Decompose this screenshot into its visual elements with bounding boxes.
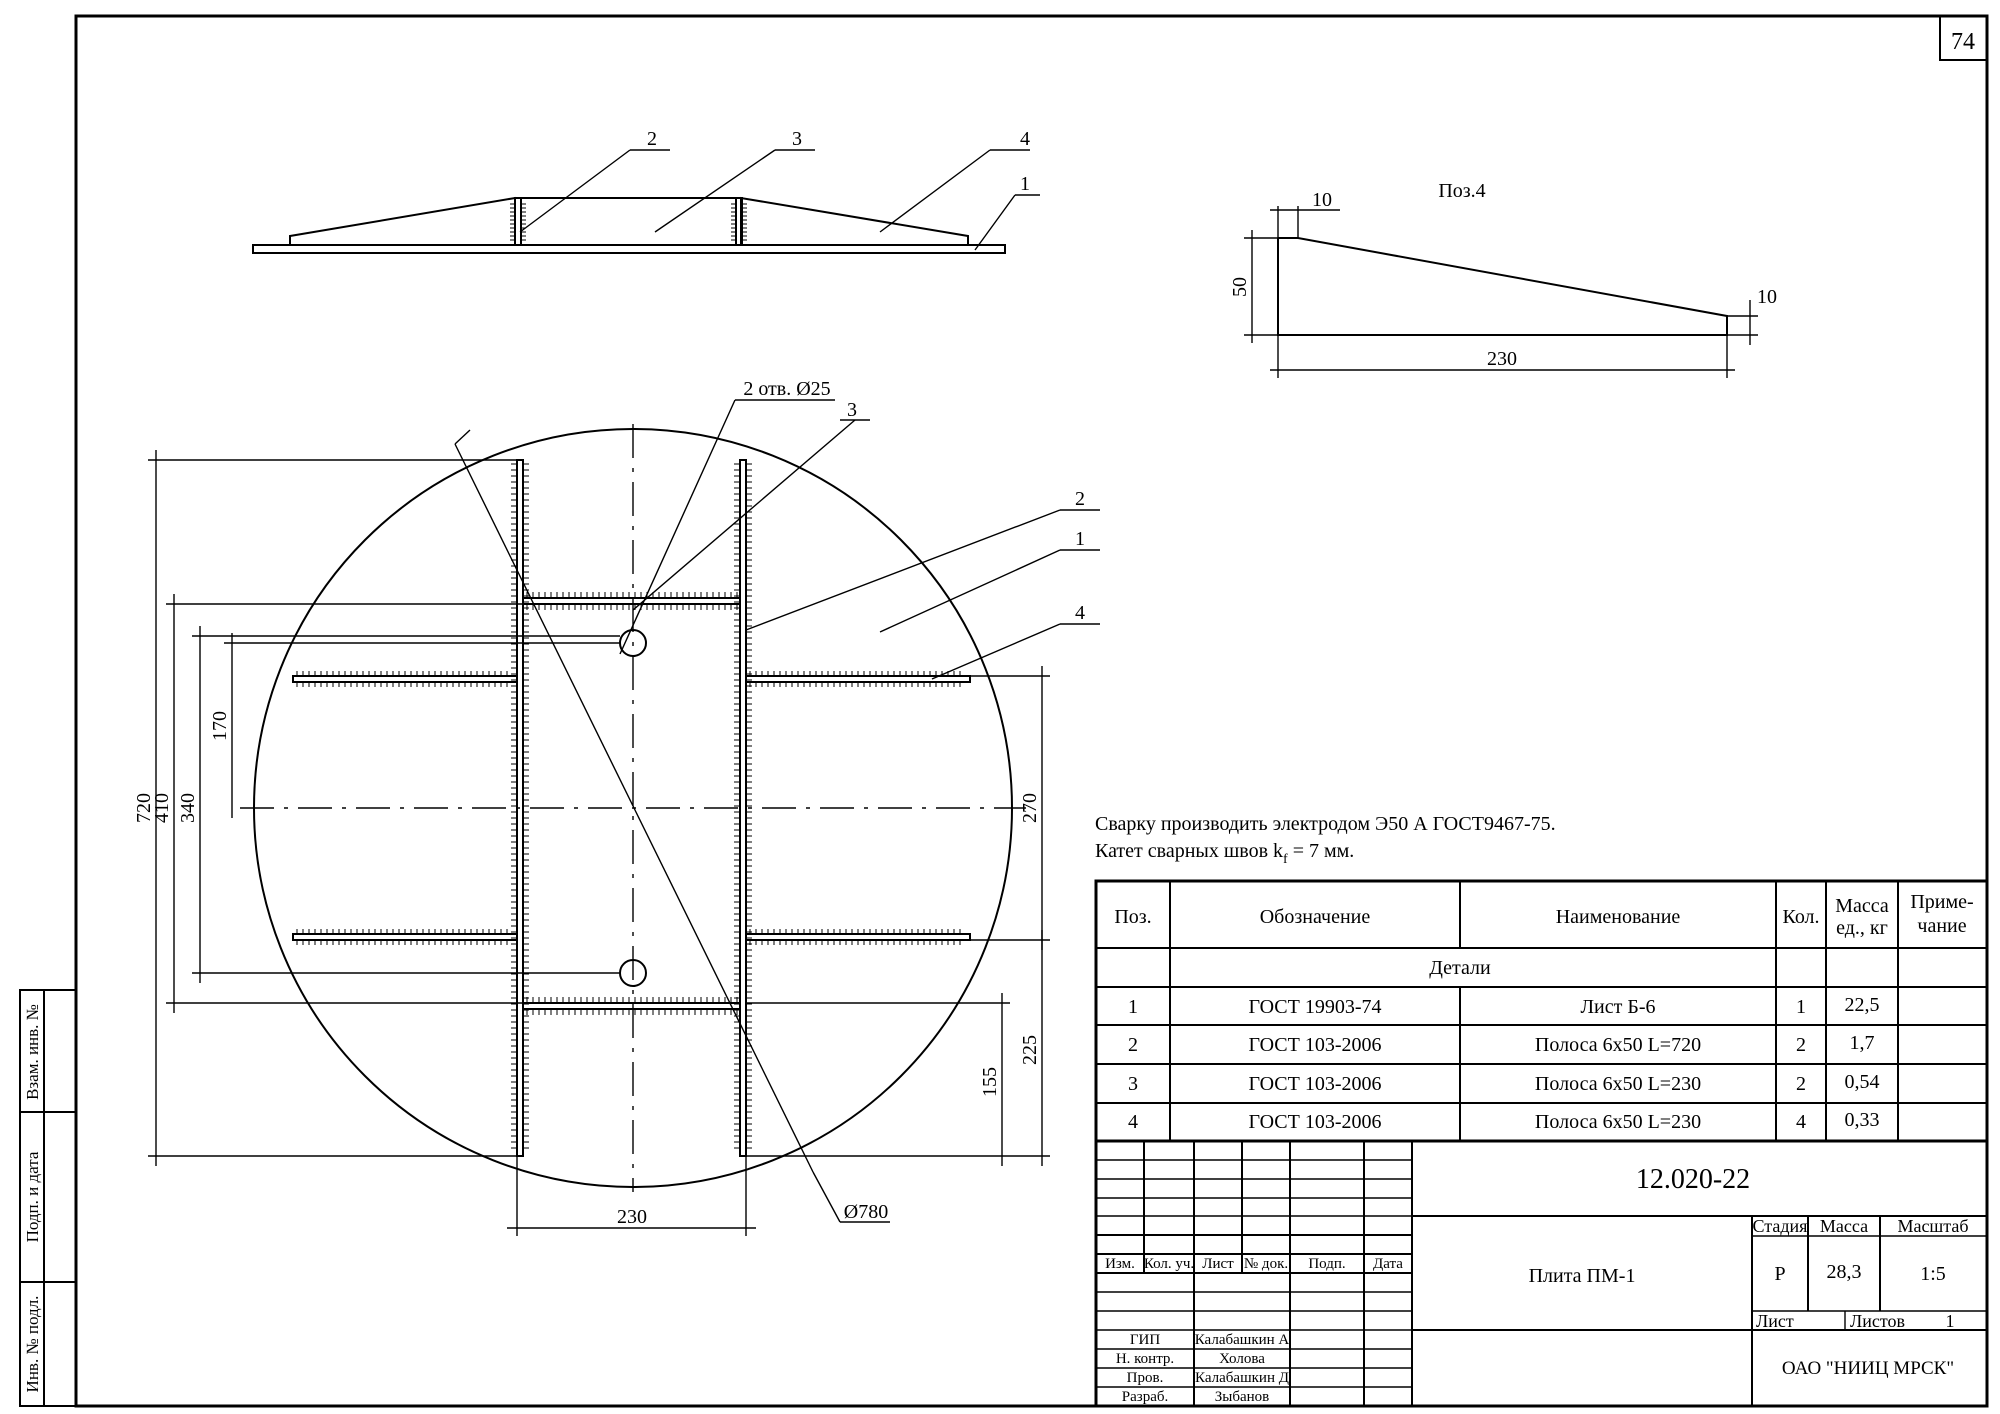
tb-role: ГИП	[1130, 1332, 1161, 1348]
side-stamp-inv-podl: Инв. № подл.	[23, 1296, 42, 1393]
tb-title: Плита ПМ-1	[1529, 1265, 1636, 1287]
tb-header-n-dok: № док.	[1244, 1256, 1288, 1272]
title-block: Изм. Кол. уч. Лист № док. Подп. Дата ГИП…	[1094, 1139, 1989, 1408]
tb-sheets: 1	[1946, 1311, 1955, 1331]
spec-row-pos: 2	[1128, 1034, 1138, 1056]
tb-role: Пров.	[1127, 1370, 1164, 1386]
spec-row-pos: 3	[1128, 1073, 1138, 1095]
plan-dim-155: 155	[979, 1067, 1001, 1097]
spec-row-qty: 2	[1796, 1034, 1806, 1056]
spec-row-name: Полоса 6х50 L=720	[1535, 1034, 1701, 1056]
plan-callout-4: 4	[1075, 602, 1085, 624]
side-stamp-inv-zam: Взам. инв. №	[23, 1004, 42, 1100]
plan-hole-label: 2 отв. Ø25	[743, 378, 830, 400]
plan-callout-2: 2	[1075, 488, 1085, 510]
elevation-callout-1: 1	[1020, 173, 1030, 195]
elevation-callout-3: 3	[792, 128, 802, 150]
spec-row-qty: 4	[1796, 1111, 1806, 1133]
spec-row-designation: ГОСТ 103-2006	[1249, 1034, 1382, 1056]
detail-dim-right: 10	[1757, 286, 1777, 308]
plan-view: Ø780 2 отв. Ø25 3 2 1 4 720 410 340	[133, 378, 1100, 1236]
spec-row-mass: 22,5	[1845, 994, 1880, 1016]
detail-pos4: Поз.4 10 10 50 230	[1229, 180, 1777, 378]
tb-doc-code: 12.020-22	[1636, 1164, 1750, 1195]
table-row: 2 ГОСТ 103-2006 Полоса 6х50 L=720 2 1,7	[1128, 1032, 1875, 1056]
spec-header-note-2: чание	[1917, 915, 1966, 937]
plan-dim-225: 225	[1019, 1035, 1041, 1065]
detail-dim-height: 50	[1229, 277, 1251, 297]
elevation-callout-2: 2	[647, 128, 657, 150]
note-line-2: Катет сварных швов kf = 7 мм.	[1095, 840, 1354, 867]
spec-header-pos: Поз.	[1114, 906, 1151, 928]
table-row: 1 ГОСТ 19903-74 Лист Б-6 1 22,5	[1128, 994, 1880, 1018]
detail-title: Поз.4	[1438, 180, 1485, 202]
spec-row-mass: 1,7	[1850, 1032, 1875, 1054]
table-row: 4 ГОСТ 103-2006 Полоса 6х50 L=230 4 0,33	[1128, 1109, 1880, 1133]
tb-scale: 1:5	[1920, 1263, 1946, 1285]
spec-header-qty: Кол.	[1782, 906, 1819, 928]
tb-mass-label: Масса	[1820, 1216, 1868, 1236]
spec-row-name: Полоса 6х50 L=230	[1535, 1073, 1701, 1095]
plan-callout-1: 1	[1075, 528, 1085, 550]
elevation-callout-4: 4	[1020, 128, 1030, 150]
spec-row-pos: 1	[1128, 996, 1138, 1018]
spec-table: Поз. Обозначение Наименование Кол. Масса…	[1094, 879, 1989, 1143]
tb-scale-label: Масштаб	[1897, 1216, 1968, 1236]
tb-header-izm: Изм.	[1105, 1256, 1135, 1272]
spec-row-pos: 4	[1128, 1111, 1138, 1133]
spec-row-qty: 2	[1796, 1073, 1806, 1095]
tb-role-name: Холова	[1219, 1351, 1265, 1367]
plan-dim-340: 340	[177, 793, 199, 823]
tb-header-data: Дата	[1373, 1256, 1403, 1272]
spec-row-designation: ГОСТ 19903-74	[1249, 996, 1382, 1018]
drawing-frame: 74	[74, 14, 1989, 1408]
tb-stage-label: Стадия	[1753, 1216, 1808, 1236]
spec-header-note-1: Приме-	[1910, 891, 1973, 913]
spec-header-designation: Обозначение	[1260, 906, 1371, 928]
spec-row-mass: 0,54	[1845, 1071, 1880, 1093]
detail-dim-length: 230	[1487, 348, 1517, 370]
side-stamp: Взам. инв. № Подп. и дата Инв. № подл.	[19, 989, 77, 1407]
tb-sheets-label: Листов	[1850, 1311, 1905, 1331]
tb-stage: Р	[1774, 1263, 1785, 1285]
plan-dim-270: 270	[1019, 793, 1041, 823]
tb-role-name: Калабашкин Д	[1195, 1370, 1289, 1386]
spec-header-name: Наименование	[1556, 906, 1681, 928]
spec-header-mass-1: Масса	[1835, 895, 1889, 917]
elevation-view: 2 3 4 1	[252, 128, 1040, 254]
plan-callout-3: 3	[847, 399, 857, 421]
tb-header-kol-uch: Кол. уч.	[1144, 1256, 1194, 1272]
spec-row-designation: ГОСТ 103-2006	[1249, 1111, 1382, 1133]
table-row: 3 ГОСТ 103-2006 Полоса 6х50 L=230 2 0,54	[1128, 1071, 1880, 1095]
sheet-number: 74	[1951, 29, 1975, 55]
plan-dim-230: 230	[617, 1206, 647, 1228]
tb-org: ОАО "НИИЦ МРСК"	[1782, 1358, 1954, 1379]
tb-header-list: Лист	[1202, 1256, 1234, 1272]
tb-sheet-label: Лист	[1756, 1311, 1794, 1331]
welding-notes: Сварку производить электродом Э50 А ГОСТ…	[1095, 813, 1556, 867]
spec-row-qty: 1	[1796, 996, 1806, 1018]
tb-header-podp: Подп.	[1308, 1256, 1345, 1272]
spec-row-name: Лист Б-6	[1580, 996, 1655, 1018]
tb-mass: 28,3	[1827, 1261, 1862, 1283]
tb-role: Разраб.	[1122, 1389, 1168, 1405]
spec-row-designation: ГОСТ 103-2006	[1249, 1073, 1382, 1095]
spec-header-mass-2: ед., кг	[1836, 917, 1888, 939]
tb-role-name: Зыбанов	[1215, 1389, 1270, 1405]
spec-row-mass: 0,33	[1845, 1109, 1880, 1131]
tb-role: Н. контр.	[1116, 1351, 1174, 1367]
plan-dim-170: 170	[209, 711, 231, 741]
detail-dim-top: 10	[1312, 189, 1332, 211]
side-stamp-podp-data: Подп. и дата	[23, 1151, 42, 1242]
plan-dim-720: 720	[133, 793, 155, 823]
spec-row-name: Полоса 6х50 L=230	[1535, 1111, 1701, 1133]
plan-dim-410: 410	[151, 793, 173, 823]
plan-dim-diameter: Ø780	[844, 1201, 888, 1223]
note-line-1: Сварку производить электродом Э50 А ГОСТ…	[1095, 813, 1556, 835]
spec-section-title: Детали	[1429, 957, 1491, 979]
tb-role-name: Калабашкин А	[1195, 1332, 1290, 1348]
